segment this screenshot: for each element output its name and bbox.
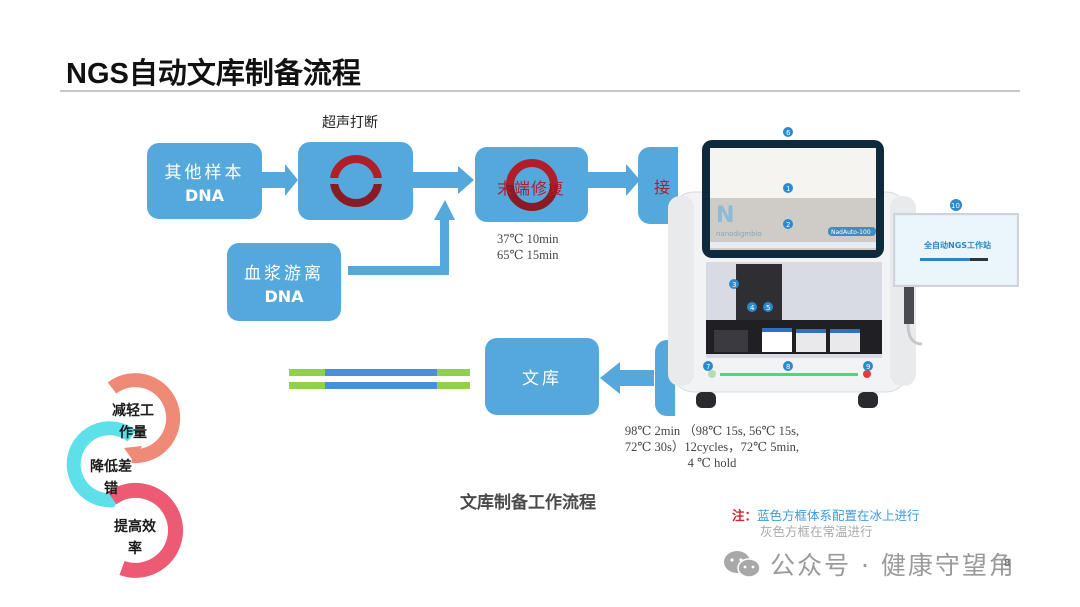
connector-plasma-h xyxy=(348,266,448,275)
svg-text:4: 4 xyxy=(750,304,755,312)
svg-text:7: 7 xyxy=(706,363,710,371)
connector-plasma-v xyxy=(440,218,449,275)
node-plasma-cfdna: 血浆游离 DNA xyxy=(227,243,341,321)
brand-logo-icon: N xyxy=(716,203,734,228)
page-number: 8 xyxy=(1004,558,1011,569)
adapter-left xyxy=(289,382,325,389)
marker-4-icon: 4 xyxy=(747,302,757,312)
condition-line: 72℃ 30s）12cycles，72℃ 5min, xyxy=(624,440,800,454)
marker-5-icon: 5 xyxy=(763,302,773,312)
condition-line: 37℃ 10min xyxy=(497,232,559,246)
adapter-left xyxy=(289,369,325,376)
adapter-right xyxy=(437,369,470,376)
note: 注：蓝色方框体系配置在冰上进行 灰色方框在常温进行 xyxy=(732,508,920,540)
prohibited-cycle-icon xyxy=(505,158,558,211)
insert xyxy=(325,382,437,389)
model-badge: NadAuto-100 xyxy=(831,229,871,236)
svg-text:6: 6 xyxy=(786,129,791,137)
arrow-5 xyxy=(600,362,654,394)
marker-1-icon: 1 xyxy=(783,183,793,193)
node-label-cn: 文库 xyxy=(522,369,562,389)
end-repair-overlay-text: 末端修复 xyxy=(497,179,566,198)
benefits-spiral: 减轻工 作量 降低差 错 提高效 率 xyxy=(62,368,202,588)
benefit-reduce-workload: 减轻工 作量 xyxy=(112,403,154,441)
diagram-caption: 文库制备工作流程 xyxy=(460,493,596,513)
adapter-right xyxy=(437,382,470,389)
pcr-conditions: 98℃ 2min （98℃ 15s, 56℃ 15s, 72℃ 30s）12cy… xyxy=(612,423,812,471)
arrow-2 xyxy=(412,166,474,194)
instrument-markers: 6 1 2 3 4 5 7 8 9 10 xyxy=(703,127,962,371)
node-label-en: DNA xyxy=(264,286,304,306)
marker-8-icon: 8 xyxy=(783,361,793,371)
marker-3-icon: 3 xyxy=(729,279,739,289)
arrow-3-head xyxy=(434,200,455,220)
note-line-2: 灰色方框在常温进行 xyxy=(760,524,873,539)
node-label-cn: 血浆游离 xyxy=(244,263,324,284)
arrow-1 xyxy=(262,164,298,196)
benefit-reduce-errors: 降低差 错 xyxy=(90,459,132,497)
brand-name: nanodigmbio xyxy=(716,230,762,238)
svg-text:1: 1 xyxy=(786,185,790,193)
svg-text:8: 8 xyxy=(786,363,790,371)
marker-6-icon: 6 xyxy=(783,127,793,137)
node-label-en: DNA xyxy=(184,185,225,205)
svg-text:9: 9 xyxy=(866,363,870,371)
ngs-workstation-illustration: N nanodigmbio NadAuto-100 全自动NGS工作站 6 1 … xyxy=(668,127,1019,408)
node-sonication xyxy=(298,142,413,220)
condition-line: 65℃ 15min xyxy=(497,248,559,262)
page-title: NGS自动文库制备流程 xyxy=(66,58,361,90)
ligation-overlay-text: 接 xyxy=(654,177,671,197)
spiral-rings-icon xyxy=(66,373,184,578)
marker-2-icon: 2 xyxy=(783,219,793,229)
prohibited-cycle-icon xyxy=(329,155,382,207)
note-line-1: 蓝色方框体系配置在冰上进行 xyxy=(757,508,920,523)
watermark-text: 公众号 · 健康守望角 xyxy=(770,551,1016,580)
title-divider xyxy=(60,90,1020,92)
watermark: 公众号 · 健康守望角 xyxy=(722,546,1016,582)
node-end-repair: 末端修复 xyxy=(475,147,588,222)
condition-line: 98℃ 2min （98℃ 15s, 56℃ 15s, xyxy=(624,424,800,438)
benefit-improve-efficiency: 提高效 率 xyxy=(114,519,156,557)
svg-text:10: 10 xyxy=(951,202,960,210)
marker-9-icon: 9 xyxy=(863,361,873,371)
node-other-sample-dna: 其他样本 DNA xyxy=(147,143,262,219)
arrow-4 xyxy=(588,164,640,196)
svg-text:5: 5 xyxy=(766,304,770,312)
sonication-label: 超声打断 xyxy=(322,115,378,131)
svg-text:3: 3 xyxy=(732,281,736,289)
node-label-cn: 其他样本 xyxy=(164,162,245,183)
insert xyxy=(325,369,437,376)
node-library: 文库 xyxy=(485,338,599,415)
condition-line: 4 ℃ hold xyxy=(687,456,737,470)
svg-text:2: 2 xyxy=(786,221,790,229)
end-repair-conditions: 37℃ 10min 65℃ 15min xyxy=(497,231,559,263)
marker-7-icon: 7 xyxy=(703,361,713,371)
marker-10-icon: 10 xyxy=(950,199,962,211)
wechat-icon xyxy=(724,551,761,578)
note-prefix: 注： xyxy=(732,508,758,523)
screen-title: 全自动NGS工作站 xyxy=(923,240,991,250)
